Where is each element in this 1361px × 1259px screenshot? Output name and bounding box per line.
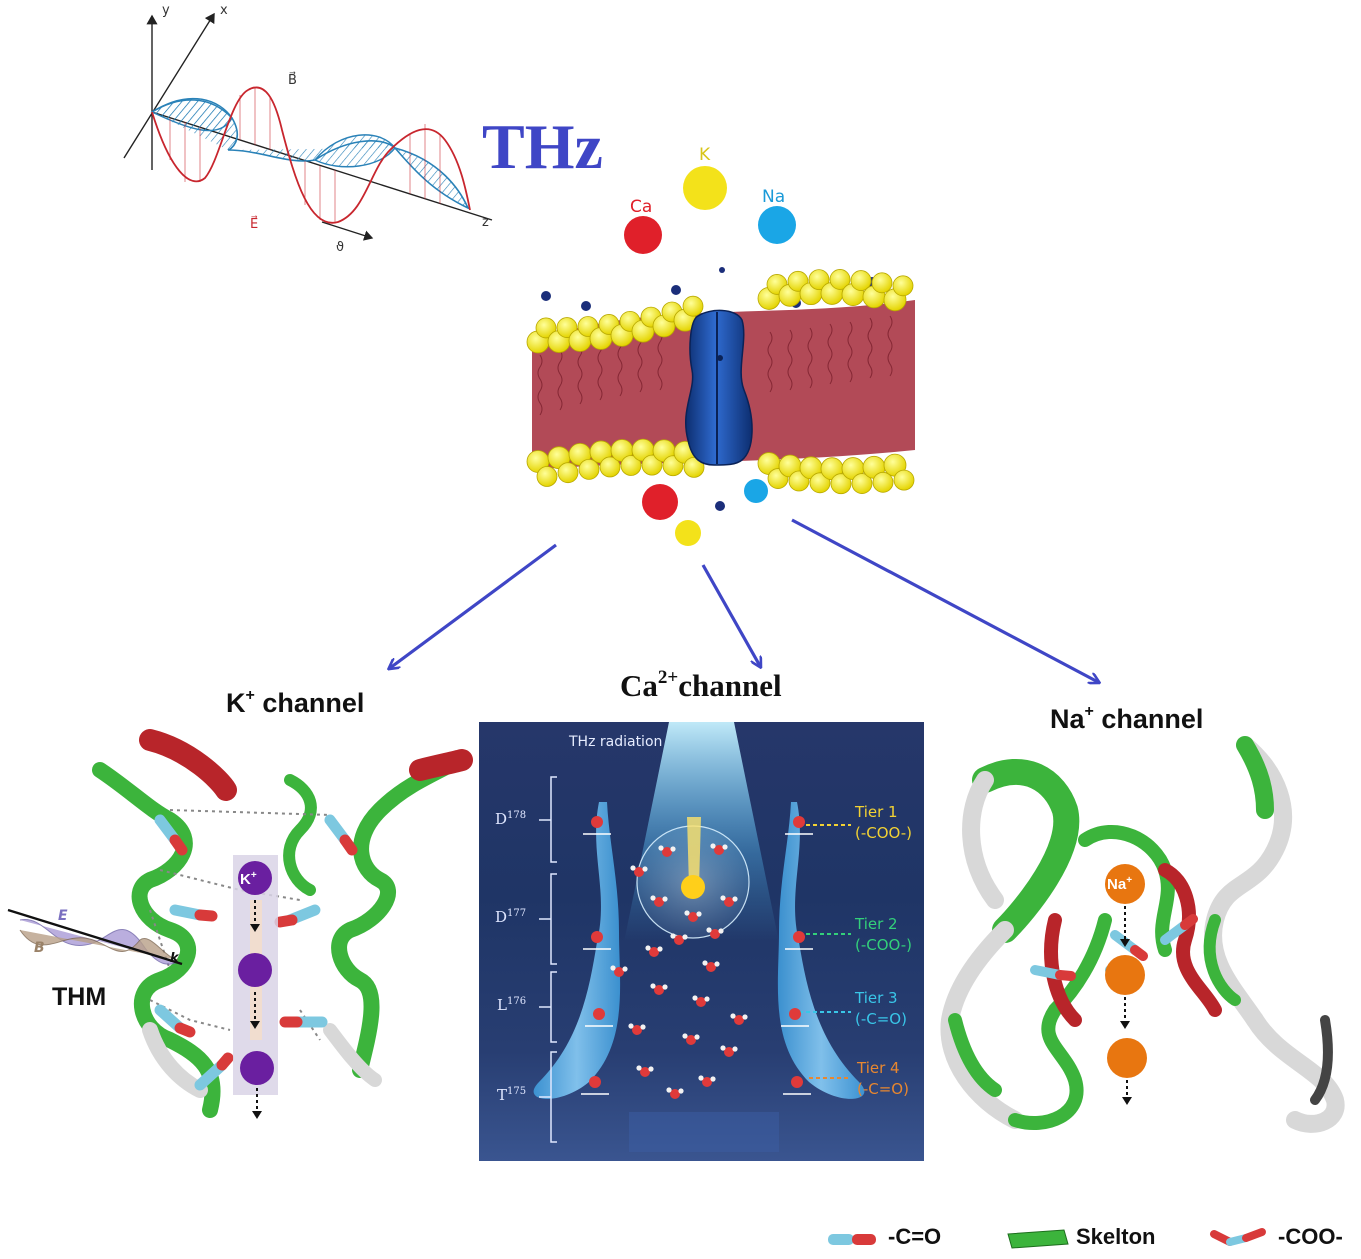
carbonyl-icon xyxy=(828,1234,876,1245)
na-ion xyxy=(758,206,796,244)
residue-d177: D177 xyxy=(495,908,527,926)
residue-t175: T175 xyxy=(497,1086,527,1104)
thm-label: THM xyxy=(52,983,107,1011)
carboxyl-icon xyxy=(1210,1228,1266,1246)
na-ion-label: Na+ xyxy=(1107,875,1132,893)
arrow-to-na-channel xyxy=(791,518,1098,682)
residue-l176: L176 xyxy=(497,996,527,1014)
x-axis-label: x xyxy=(220,3,228,18)
e-label: E⃗ xyxy=(250,216,258,232)
residue-d178: D178 xyxy=(495,810,527,828)
na-ion-middle xyxy=(1105,955,1145,995)
thz-radiation-label: THz radiation xyxy=(569,734,663,750)
pathway-arrows xyxy=(370,518,1130,700)
ca-channel-title: Ca2+channel xyxy=(620,666,782,703)
ca-ion-below xyxy=(642,484,678,520)
legend-carbonyl-label: -C=O xyxy=(888,1224,942,1249)
k-ion-bottom xyxy=(240,1051,274,1085)
svg-text:k: k xyxy=(170,951,180,966)
arrow-to-k-channel xyxy=(390,543,557,668)
legend-skeleton-label: Skelton xyxy=(1076,1224,1156,1249)
na-channel-title: Na+ channel xyxy=(1050,703,1204,734)
ion-group: Ca K Na xyxy=(624,145,796,254)
k-channel-title: K+ channel xyxy=(226,687,365,718)
tier-4-label: Tier 4(-C=O) xyxy=(857,1059,909,1098)
lower-lipid-heads xyxy=(526,438,915,495)
channel-protein xyxy=(684,309,753,466)
skeleton-icon xyxy=(1007,1229,1069,1249)
k-ion-top xyxy=(238,861,272,895)
k-channel-structure: K+ E B k xyxy=(7,729,473,1119)
e-field-wave xyxy=(151,86,471,224)
propagation-arrow xyxy=(321,221,374,241)
x-axis xyxy=(123,12,215,159)
theta-label: ϑ xyxy=(336,240,344,255)
z-axis-label: z xyxy=(482,215,489,230)
lipid-membrane xyxy=(526,267,915,546)
k-ion-label: K+ xyxy=(240,870,257,888)
legend: -C=O Skelton -COO- xyxy=(826,1222,1361,1254)
b-label: B⃗ xyxy=(288,72,297,88)
k-label: K xyxy=(699,145,711,165)
na-label: Na xyxy=(762,187,785,207)
svg-text:B: B xyxy=(34,940,45,956)
tier-1-label: Tier 1(-COO-) xyxy=(855,803,913,842)
y-axis-label: y xyxy=(162,3,170,18)
k-ion-below xyxy=(675,520,701,546)
k-ion xyxy=(683,166,727,210)
thz-title: THz xyxy=(482,111,603,182)
tier-3-label: Tier 3(-C=O) xyxy=(855,989,907,1028)
na-ion-bottom xyxy=(1107,1038,1147,1078)
upper-lipid-heads xyxy=(526,269,914,354)
legend-carboxyl-label: -COO- xyxy=(1278,1224,1343,1249)
na-ion-below xyxy=(744,479,768,503)
thm-wave: E B k xyxy=(7,908,183,966)
ca-label: Ca xyxy=(630,197,652,217)
ca-ion xyxy=(624,216,662,254)
na-ion-top xyxy=(1105,864,1145,904)
tier-2-label: Tier 2(-COO-) xyxy=(855,915,913,954)
ca-channel-illustration xyxy=(533,722,865,1152)
svg-text:E: E xyxy=(58,908,68,924)
na-channel-structure: Na+ xyxy=(940,736,1345,1133)
ca-channel-panel: THz radiation D178 D177 L176 T175 Tier 1… xyxy=(479,722,924,1161)
arrow-to-ca-channel xyxy=(701,564,760,666)
em-wave-diagram: y x z B⃗ E⃗ ϑ xyxy=(123,3,493,255)
k-ion-middle xyxy=(238,953,272,987)
